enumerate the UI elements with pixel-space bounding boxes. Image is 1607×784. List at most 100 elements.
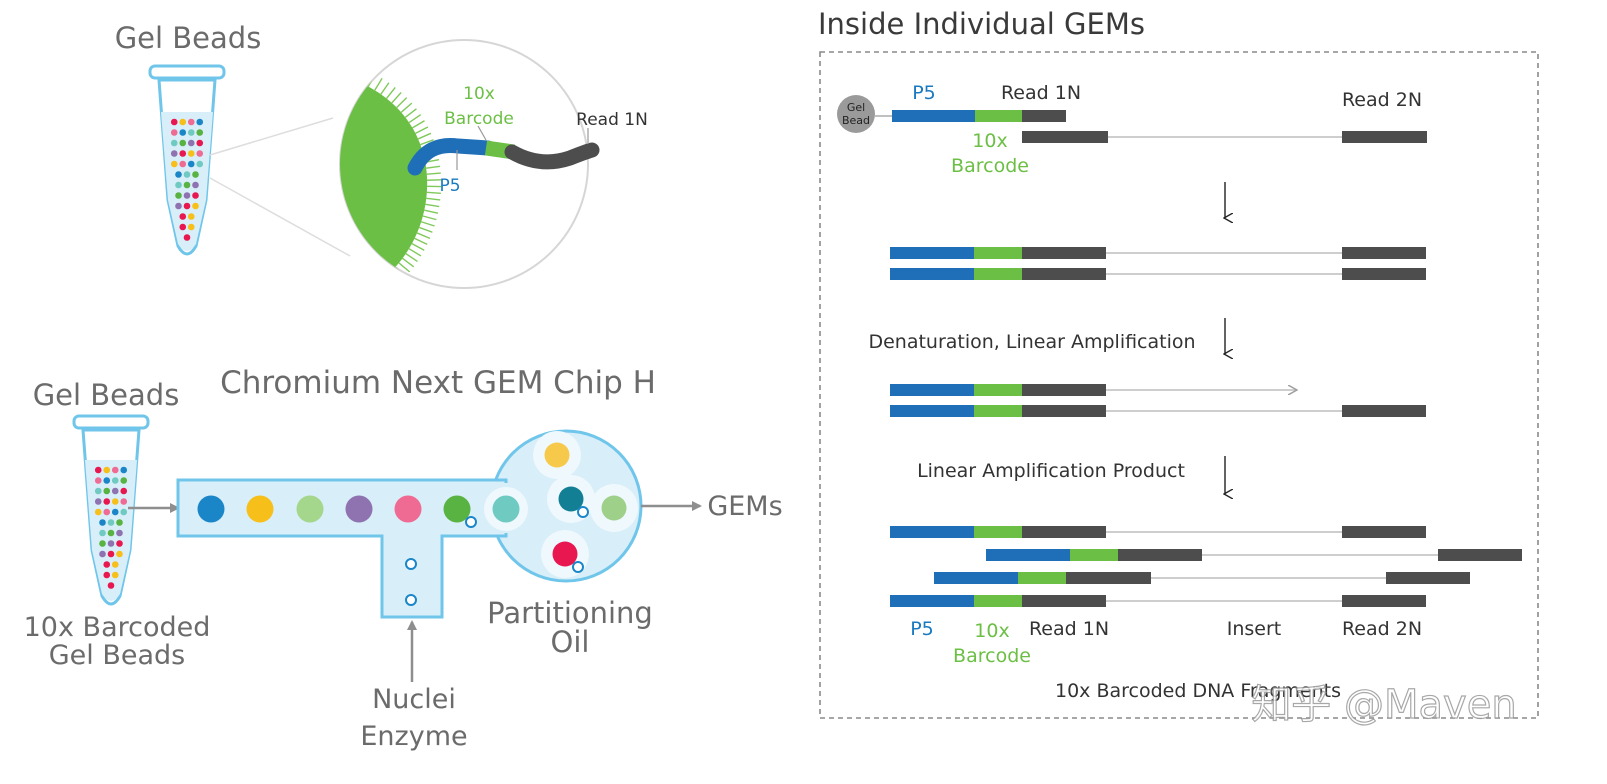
oligo-hair (398, 262, 411, 273)
oligo-hair (382, 278, 392, 288)
tube-bead (179, 223, 187, 231)
oligo-hair (396, 97, 408, 109)
top-label-read2n: Read 2N (1342, 89, 1422, 111)
read-segment (1022, 384, 1106, 396)
oligo-hair (386, 274, 397, 287)
bottom-label-read2n: Read 2N (1342, 618, 1422, 640)
oligo-hair (426, 197, 441, 201)
gem-nucleus (577, 506, 589, 518)
p5-segment (890, 526, 974, 538)
tube-bead (170, 129, 178, 136)
tube-bead (196, 118, 204, 126)
tube-bead (99, 519, 106, 526)
bottom-label-barcode: Barcode (953, 645, 1031, 667)
tube-bead (103, 508, 111, 516)
tube-bead (187, 150, 195, 157)
tube-bead (99, 540, 106, 547)
barcode-segment (1070, 549, 1118, 561)
oligo-hair (360, 70, 368, 84)
tube-bead (187, 223, 195, 231)
step-denaturation-label: Denaturation, Linear Amplification (868, 331, 1195, 353)
channel-bead (492, 495, 520, 523)
read-segment (1066, 572, 1151, 584)
channel-bead (345, 495, 373, 523)
fragments-caption: 10x Barcoded DNA Fragments (1055, 680, 1341, 702)
read-segment (1022, 268, 1106, 280)
bead-label-10x: 10x (463, 84, 495, 104)
barcode-segment (974, 384, 1022, 396)
tube-bead (111, 498, 119, 505)
tube-bead (94, 466, 102, 474)
tube-bead (187, 213, 195, 220)
barcode-segment (1018, 572, 1066, 584)
gems-frame (819, 51, 1539, 719)
tube-bead (107, 540, 115, 547)
gem-nucleus (572, 561, 584, 573)
nuclei-label: Nuclei (372, 684, 456, 715)
watermark: 知乎 @Maven (1251, 682, 1516, 728)
channel-bead (394, 495, 422, 523)
tube-bead (107, 582, 115, 589)
tube-bead (120, 487, 128, 495)
oligo-hair (426, 165, 441, 169)
tube-bead (94, 508, 102, 516)
tube-bead (116, 529, 123, 537)
oligo-hair (417, 132, 432, 140)
tube-bead (107, 550, 115, 558)
tube-bead (103, 466, 111, 474)
tube-bead (120, 508, 128, 516)
read-segment (1438, 549, 1522, 561)
oligo-hair (402, 257, 415, 268)
oligo-hair (408, 248, 422, 257)
tube-bead (103, 571, 111, 579)
tube-bead (103, 561, 111, 568)
gem-bead (544, 442, 570, 468)
channel-bead (296, 495, 324, 523)
oligo-hair (420, 139, 434, 146)
tube-bead (187, 118, 195, 126)
p5-segment (934, 572, 1018, 584)
oligo-hair (404, 108, 417, 118)
oligo-hair (411, 242, 425, 251)
oligo-hair (400, 102, 413, 113)
oil-label-2: Oil (551, 625, 590, 659)
read-segment (1342, 405, 1426, 417)
microfluidic-channel (176, 429, 643, 619)
p5-segment (890, 268, 974, 280)
channel-bead (443, 495, 471, 523)
read-segment (1022, 247, 1106, 259)
tube-bead (175, 192, 182, 199)
top-label-read1n: Read 1N (1001, 82, 1081, 104)
tube-bead (183, 192, 191, 199)
barcode-segment (974, 247, 1022, 259)
tube-bead (94, 498, 102, 505)
barcode-pointer (477, 125, 487, 141)
read-segment (1386, 572, 1470, 584)
enzyme-label: Enzyme (360, 721, 467, 752)
tube-bead (120, 477, 128, 484)
oligo-hair (426, 172, 441, 175)
tube-bead (103, 477, 111, 484)
gel-bead-tube-icon (148, 64, 226, 256)
read-segment (1342, 526, 1426, 538)
tube-bead (107, 529, 115, 537)
oligo-hair (405, 253, 418, 263)
oligo-hair (422, 215, 437, 221)
tube-bead (175, 181, 182, 189)
tube-bead (187, 139, 195, 147)
bead-label-read1n: Read 1N (576, 110, 648, 130)
barcode-segment (974, 595, 1022, 607)
gel-bead-text-1: Gel (847, 101, 865, 114)
bottom-label-read1n: Read 1N (1029, 618, 1109, 640)
tube-bead (179, 118, 187, 126)
oligo-strand (407, 137, 600, 176)
read-segment (1022, 131, 1108, 143)
tube-bead (187, 160, 195, 168)
oligo-hair (416, 232, 431, 240)
oligo-hair (425, 203, 440, 208)
read-segment (1022, 595, 1106, 607)
tube-bead (94, 477, 102, 484)
read-segment (1342, 268, 1426, 280)
barcoded-beads-label-1: 10x Barcoded (24, 612, 211, 643)
